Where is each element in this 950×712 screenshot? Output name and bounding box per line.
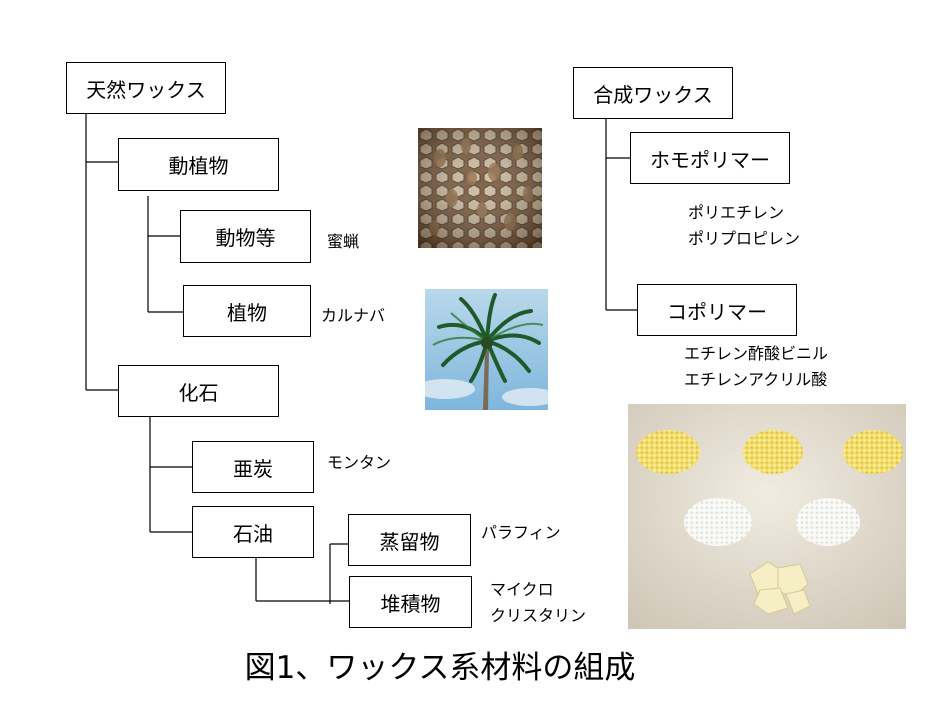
palm-tree-photo bbox=[425, 289, 548, 410]
honeycomb-photo bbox=[418, 128, 542, 248]
eaa-label: エチレンアクリル酸 bbox=[684, 370, 828, 389]
homopolymer-box: ホモポリマー bbox=[630, 132, 790, 184]
distillate-box: 蒸留物 bbox=[348, 514, 471, 566]
beeswax-label: 蜜蝋 bbox=[327, 232, 360, 251]
copolymer-box: コポリマー bbox=[637, 284, 797, 336]
figure-caption: 図1、ワックス系材料の組成 bbox=[244, 650, 636, 686]
eva-label: エチレン酢酸ビニル bbox=[684, 344, 829, 363]
lignite-box: 亜炭 bbox=[192, 441, 314, 493]
polyethylene-label: ポリエチレン bbox=[688, 203, 785, 222]
petroleum-box: 石油 bbox=[192, 506, 314, 558]
sediment-box: 堆積物 bbox=[349, 576, 472, 628]
natural-wax-box: 天然ワックス bbox=[66, 62, 226, 114]
synthetic-wax-box: 合成ワックス bbox=[573, 67, 733, 119]
microcrystalline-label-line2: クリスタリン bbox=[490, 606, 587, 625]
paraffin-label: パラフィン bbox=[481, 523, 561, 542]
wax-samples-photo bbox=[628, 404, 906, 629]
fossil-box: 化石 bbox=[118, 365, 279, 417]
animal-box: 動物等 bbox=[180, 210, 311, 263]
plant-box: 植物 bbox=[183, 285, 311, 337]
copolymer-examples: エチレン酢酸ビニル エチレンアクリル酸 bbox=[684, 341, 828, 393]
microcrystalline-label: マイクロ クリスタリン bbox=[490, 577, 586, 629]
polypropylene-label: ポリプロピレン bbox=[688, 229, 801, 248]
homopolymer-examples: ポリエチレン ポリプロピレン bbox=[688, 200, 800, 252]
microcrystalline-label-line1: マイクロ bbox=[490, 580, 554, 599]
carnauba-label: カルナバ bbox=[321, 306, 386, 325]
animal-plant-box: 動植物 bbox=[118, 138, 279, 191]
montan-label: モンタン bbox=[327, 453, 392, 472]
